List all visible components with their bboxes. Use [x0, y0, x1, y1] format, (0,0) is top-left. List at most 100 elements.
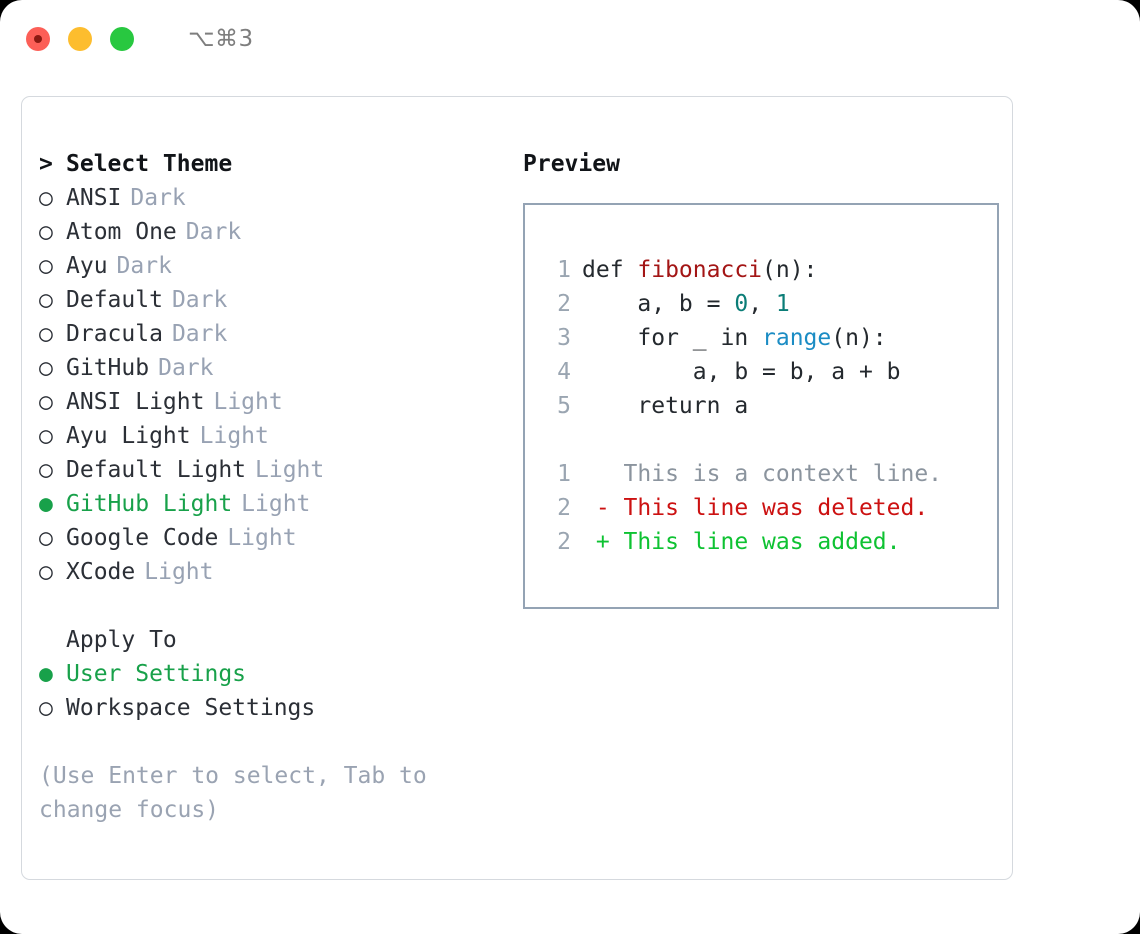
theme-name-label: Ayu: [66, 253, 108, 279]
line-number: 1: [557, 257, 571, 283]
section-spacer: [39, 589, 501, 623]
theme-variant-badge: Light: [213, 389, 283, 415]
theme-variant-badge: Light: [144, 559, 214, 585]
theme-name-label: Ayu Light: [66, 423, 191, 449]
page-title: > Select Theme: [39, 147, 501, 181]
theme-list-item[interactable]: ○ ANSI Dark: [39, 181, 501, 215]
theme-name-label: Atom One: [66, 219, 177, 245]
radio-unselected-icon: ○: [39, 695, 53, 721]
radio-unselected-icon: ○: [39, 287, 53, 313]
code-token: (n):: [762, 257, 818, 283]
theme-list-item[interactable]: ○ ANSI Light Light: [39, 385, 501, 419]
theme-name-label: ANSI: [66, 185, 122, 211]
code-line: 2 a, b = 0, 1: [541, 287, 997, 321]
diff-sign: -: [582, 495, 624, 521]
apply-to-option[interactable]: ● User Settings: [39, 657, 501, 691]
title-bar: ⌥⌘3: [0, 0, 1140, 78]
radio-unselected-icon: ○: [39, 389, 53, 415]
line-number: 4: [557, 359, 571, 385]
code-token: ,: [748, 291, 776, 317]
theme-name-label: GitHub Light: [66, 491, 233, 517]
code-token: def: [582, 257, 638, 283]
apply-to-option-label: Workspace Settings: [66, 695, 316, 721]
radio-selected-icon: ●: [39, 661, 53, 687]
code-token: fibonacci: [637, 257, 763, 283]
diff-line-number: 2: [557, 529, 571, 555]
theme-variant-badge: Dark: [171, 321, 228, 347]
radio-unselected-icon: ○: [39, 457, 53, 483]
code-line: 5 return a: [541, 389, 997, 423]
diff-sample: 1 This is a context line.2 - This line w…: [541, 457, 997, 559]
line-number: 2: [557, 291, 571, 317]
theme-list-item[interactable]: ○ Google Code Light: [39, 521, 501, 555]
radio-unselected-icon: ○: [39, 321, 53, 347]
theme-list-item[interactable]: ○ Atom One Dark: [39, 215, 501, 249]
diff-text: This line was added.: [623, 529, 901, 555]
apply-to-option[interactable]: ○ Workspace Settings: [39, 691, 501, 725]
theme-name-label: Default: [66, 287, 163, 313]
code-token: a, b =: [582, 291, 735, 317]
code-diff-spacer: [541, 423, 997, 457]
code-token: for _ in: [582, 325, 763, 351]
radio-unselected-icon: ○: [39, 253, 53, 279]
code-token: return a: [582, 393, 749, 419]
minimize-button[interactable]: [68, 27, 92, 51]
keyboard-hint: (Use Enter to select, Tab to change focu…: [39, 763, 427, 823]
theme-variant-badge: Light: [241, 491, 311, 517]
diff-line: 2 + This line was added.: [541, 525, 997, 559]
theme-name-label: Dracula: [66, 321, 163, 347]
theme-name-label: ANSI Light: [66, 389, 205, 415]
code-token: 0: [734, 291, 749, 317]
zoom-button[interactable]: [110, 27, 134, 51]
theme-list-item[interactable]: ○ Dracula Dark: [39, 317, 501, 351]
theme-variant-badge: Dark: [130, 185, 186, 211]
window-controls: [26, 27, 134, 51]
diff-sign: +: [582, 529, 624, 555]
theme-name-label: XCode: [66, 559, 136, 585]
code-line: 4 a, b = b, a + b: [541, 355, 997, 389]
code-line: 3 for _ in range(n):: [541, 321, 997, 355]
radio-unselected-icon: ○: [39, 525, 53, 551]
page-title-label: Select Theme: [66, 151, 233, 177]
code-token: (n):: [831, 325, 887, 351]
code-token: 1: [775, 291, 790, 317]
close-button[interactable]: [26, 27, 50, 51]
apply-to-heading-label: Apply To: [66, 627, 177, 653]
theme-list-item[interactable]: ● GitHub Light Light: [39, 487, 501, 521]
diff-line: 1 This is a context line.: [541, 457, 997, 491]
radio-unselected-icon: ○: [39, 423, 53, 449]
radio-unselected-icon: ○: [39, 559, 53, 585]
keyboard-shortcut-label: ⌥⌘3: [188, 26, 254, 52]
apply-to-list: ● User Settings ○ Workspace Settings: [39, 657, 501, 725]
radio-unselected-icon: ○: [39, 219, 53, 245]
diff-sign: [582, 457, 624, 491]
theme-list-item[interactable]: ○ XCode Light: [39, 555, 501, 589]
radio-unselected-icon: ○: [39, 185, 53, 211]
code-token: range: [762, 325, 832, 351]
apply-to-option-label: User Settings: [66, 661, 247, 687]
theme-name-label: Google Code: [66, 525, 219, 551]
theme-name-label: GitHub: [66, 355, 150, 381]
theme-variant-badge: Dark: [158, 355, 214, 381]
theme-name-label: Default Light: [66, 457, 247, 483]
diff-line: 2 - This line was deleted.: [541, 491, 997, 525]
code-token: a, b = b, a + b: [582, 359, 901, 385]
line-number: 3: [557, 325, 571, 351]
theme-variant-badge: Light: [227, 525, 297, 551]
diff-text: This line was deleted.: [623, 495, 929, 521]
diff-line-number: 1: [557, 461, 571, 487]
radio-selected-icon: ●: [39, 491, 53, 517]
diff-line-number: 2: [557, 495, 571, 521]
preview-title: Preview: [523, 151, 620, 177]
theme-variant-badge: Dark: [185, 219, 242, 245]
